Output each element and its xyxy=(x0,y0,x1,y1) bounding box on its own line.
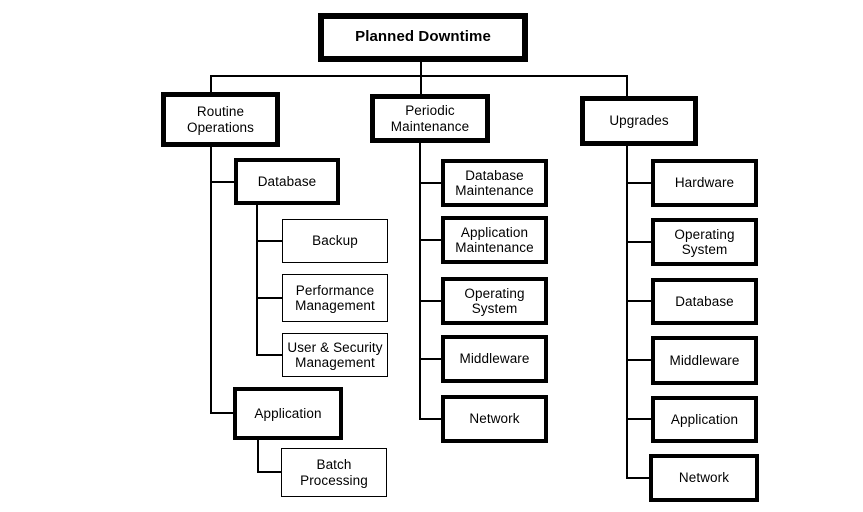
connector-stub-database-upgrade xyxy=(626,300,651,302)
connector-stub-database-maintenance xyxy=(419,182,441,184)
connector-stub-middleware-maintenance xyxy=(419,358,441,360)
node-upgrades: Upgrades xyxy=(580,96,698,146)
node-user-security-management: User & Security Management xyxy=(282,333,388,377)
node-network-upgrade: Network xyxy=(649,454,759,502)
node-middleware-maintenance: Middleware xyxy=(441,335,548,383)
connector-stub-middleware-upgrade xyxy=(626,359,651,361)
connector-drop-routine-operations xyxy=(210,75,212,93)
node-performance-management: Performance Management xyxy=(282,274,388,322)
connector-stub-operating-system-upgrade xyxy=(626,241,651,243)
node-operating-system-upgrade: Operating System xyxy=(651,218,758,266)
node-database-maintenance: Database Maintenance xyxy=(441,159,548,207)
connector-trunk-database xyxy=(256,205,258,356)
connector-trunk-upgrades xyxy=(626,146,628,479)
connector-top-horizontal xyxy=(210,75,628,77)
connector-stub-hardware-upgrade xyxy=(626,182,651,184)
node-planned-downtime: Planned Downtime xyxy=(318,13,528,62)
node-database: Database xyxy=(234,158,340,205)
node-batch-processing: Batch Processing xyxy=(281,448,387,497)
node-operating-system-maintenance: Operating System xyxy=(441,277,548,325)
connector-stub-application xyxy=(210,412,234,414)
connector-stub-batch-processing xyxy=(257,471,282,473)
connector-stub-operating-system-maintenance xyxy=(419,300,441,302)
connector-drop-upgrades xyxy=(626,75,628,97)
node-routine-operations: Routine Operations xyxy=(161,92,280,147)
node-hardware-upgrade: Hardware xyxy=(651,159,758,207)
connector-stub-network-upgrade xyxy=(626,477,650,479)
connector-stub-application-upgrade xyxy=(626,418,651,420)
node-application-upgrade: Application xyxy=(651,396,758,443)
node-periodic-maintenance: Periodic Maintenance xyxy=(370,94,490,143)
connector-stub-database xyxy=(210,181,235,183)
connector-stub-application-maintenance xyxy=(419,239,441,241)
connector-stub-performance-management xyxy=(256,297,283,299)
node-network-maintenance: Network xyxy=(441,395,548,443)
node-backup: Backup xyxy=(282,219,388,263)
connector-trunk-periodic xyxy=(419,143,421,420)
node-application: Application xyxy=(233,387,343,440)
connector-stub-user-security-management xyxy=(256,354,283,356)
node-database-upgrade: Database xyxy=(651,278,758,325)
connector-trunk-routine xyxy=(210,147,212,414)
node-middleware-upgrade: Middleware xyxy=(651,336,758,385)
connector-trunk-application xyxy=(257,440,259,473)
connector-stub-network-maintenance xyxy=(419,418,441,420)
node-application-maintenance: Application Maintenance xyxy=(441,216,548,264)
connector-root-drop xyxy=(420,62,422,94)
connector-stub-backup xyxy=(256,240,283,242)
